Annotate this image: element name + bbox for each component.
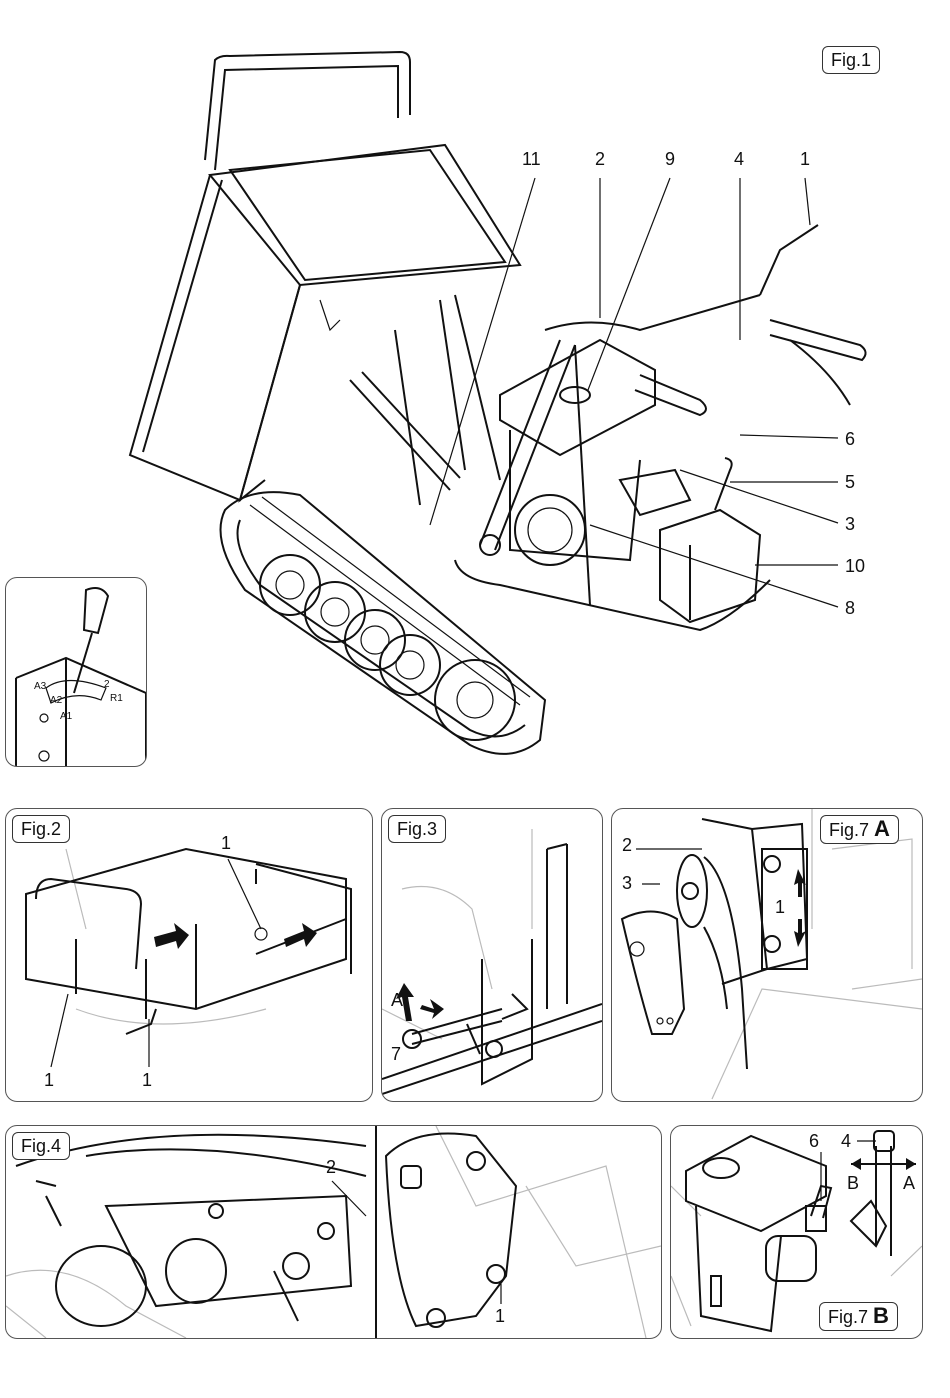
gear-shift-inset: A3 A2 A1 2 R1: [5, 577, 147, 767]
fig7b-label-A: A: [903, 1174, 915, 1192]
fig3-label-A: A: [391, 991, 403, 1009]
callout-11: 11: [522, 150, 541, 168]
inset-R1: R1: [110, 690, 123, 708]
fig2-label-1b: 1: [44, 1071, 54, 1089]
fig3-tag: Fig.3: [388, 815, 446, 843]
fig4-label-1: 1: [495, 1307, 505, 1325]
callout-9: 9: [665, 150, 675, 168]
fig7b-tag: Fig.7 B: [819, 1302, 898, 1331]
callout-6: 6: [845, 430, 855, 448]
fig7b-label-4: 4: [841, 1132, 851, 1150]
fig4-panel: Fig.4 2 1: [5, 1125, 662, 1339]
inset-2: 2: [104, 676, 110, 694]
dump-bucket: [130, 52, 520, 500]
fig2-label-1c: 1: [142, 1071, 152, 1089]
fig7a-label-3: 3: [622, 874, 632, 892]
fig2-drawing: [6, 809, 372, 1101]
fig7a-tag-text: Fig.7: [829, 820, 869, 840]
fig7a-label-2: 2: [622, 836, 632, 854]
fig7b-label-6: 6: [809, 1132, 819, 1150]
fig7a-tag: Fig.7 A: [820, 815, 899, 844]
fig7a-label-1: 1: [775, 898, 785, 916]
callout-4: 4: [734, 150, 744, 168]
fig7b-tag-text: Fig.7: [828, 1307, 868, 1327]
fig2-tag: Fig.2: [12, 815, 70, 843]
callout-3: 3: [845, 515, 855, 533]
fig2-panel: Fig.2 1 1 1: [5, 808, 373, 1102]
fig7a-panel: Fig.7 A 2 3 1: [611, 808, 923, 1102]
fig4-label-2: 2: [326, 1158, 336, 1176]
lift-arms: [350, 295, 500, 505]
fig3-label-7: 7: [391, 1045, 401, 1063]
inset-A3: A3: [34, 678, 46, 696]
fig3-drawing: [382, 809, 602, 1101]
fig1-tag: Fig.1: [822, 46, 880, 74]
fig2-label-1a: 1: [221, 834, 231, 852]
fig7a-drawing: [612, 809, 922, 1101]
inset-A1: A1: [60, 708, 72, 726]
fig7b-tag-letter: B: [873, 1303, 889, 1328]
callout-2: 2: [595, 150, 605, 168]
gear-shift-drawing: [6, 578, 146, 766]
fig7b-label-B: B: [847, 1174, 859, 1192]
callout-5: 5: [845, 473, 855, 491]
fig3-panel: Fig.3 A 7: [381, 808, 603, 1102]
callout-8: 8: [845, 599, 855, 617]
fig7b-panel: 6 4 B A Fig.7 B: [670, 1125, 923, 1339]
base-frame: [455, 560, 770, 630]
fig4-tag: Fig.4: [12, 1132, 70, 1160]
fig7a-tag-letter: A: [874, 816, 890, 841]
crawler-track: [221, 492, 546, 754]
engine: [500, 340, 690, 565]
callout-1: 1: [800, 150, 810, 168]
callout-10: 10: [845, 557, 865, 575]
